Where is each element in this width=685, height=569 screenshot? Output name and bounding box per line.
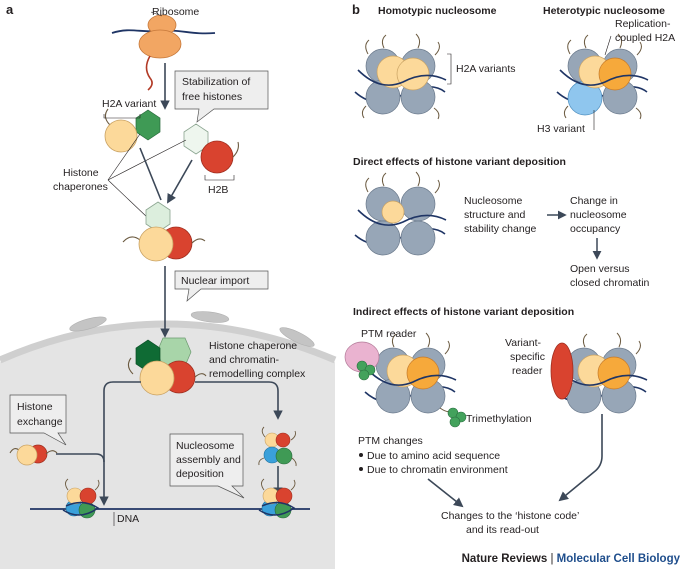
- nucleosome-assembly-line-1: Nucleosome: [176, 440, 235, 452]
- direct-effects-title: Direct effects of histone variant deposi…: [353, 156, 566, 168]
- occupancy-line-1: Change in: [570, 195, 618, 207]
- nucleosome-assembly-line-2: assembly and: [176, 454, 241, 466]
- ptm-reader-label: PTM reader: [361, 328, 417, 340]
- h2a-variant-chaperone-pair: [104, 108, 161, 153]
- histone-chaperones-label-1: Histone: [63, 167, 99, 179]
- variant-reader-line-1: Variant-: [505, 337, 541, 349]
- chaperone-complex-line-3: remodelling complex: [209, 368, 306, 380]
- histone-chaperones-label-2: chaperones: [53, 181, 108, 193]
- direct-nucleosome: [354, 171, 447, 256]
- nucleosome-right: [258, 478, 296, 519]
- nucleosome-left: [62, 478, 100, 519]
- chaperone-h2b-pair: [183, 123, 239, 174]
- h2a-variant-bracket: [103, 114, 141, 119]
- replication-coupled-line-1: Replication-: [615, 18, 671, 30]
- replication-coupled-line-2: coupled H2A: [615, 32, 675, 44]
- variant-reader-line-2: specific: [510, 351, 545, 363]
- chaperone-complex-line-1: Histone chaperone: [209, 340, 297, 352]
- footer-separator: |: [547, 553, 556, 565]
- ptm-reader: [344, 341, 380, 381]
- panel-b-letter: b: [352, 2, 360, 17]
- ptm-bullet-2: Due to chromatin environment: [367, 464, 508, 476]
- variant-reader-line-3: reader: [512, 365, 543, 377]
- arrow-reader-to-code: [558, 414, 603, 502]
- footer-journal: Nature Reviews: [462, 553, 548, 565]
- chaperone-complex-line-2: and chromatin-: [209, 354, 280, 366]
- ptm-changes-title: PTM changes: [358, 435, 423, 447]
- chaperone-remodelling-complex: [127, 337, 207, 396]
- ptm-bullet-1: Due to amino acid sequence: [367, 450, 500, 462]
- ptm-nucleosome: [364, 332, 457, 414]
- h2b-bracket: [204, 175, 235, 181]
- stabilization-line-1: Stabilization of: [182, 76, 250, 88]
- ptm-bullet-dot-2: [359, 467, 363, 471]
- nuclear-import-callout: Nuclear import: [174, 270, 269, 302]
- footer-subjournal: Molecular Cell Biology: [557, 553, 681, 565]
- nucleosome-assembly-line-3: deposition: [176, 468, 224, 480]
- homotypic-nucleosome: [354, 33, 447, 120]
- footer-credit: Nature Reviews | Molecular Cell Biology: [462, 553, 681, 565]
- panel-a-letter: a: [6, 2, 14, 17]
- ribosome-label: Ribosome: [152, 6, 199, 18]
- h2a-variants-label: H2A variants: [456, 63, 516, 75]
- arrow-to-exchange: [99, 381, 141, 506]
- h2a-variant-label: H2A variant: [102, 98, 156, 110]
- histone-exchange-line-2: exchange: [17, 416, 63, 428]
- structure-change-line-1: Nucleosome: [464, 195, 523, 207]
- histone-exchange-line-1: Histone: [17, 401, 53, 413]
- heterotypic-title: Heterotypic nucleosome: [543, 5, 665, 17]
- ptm-bullet-dot-1: [359, 453, 363, 457]
- exchange-dimer: [9, 444, 58, 466]
- nuclear-import-label: Nuclear import: [181, 275, 249, 287]
- replication-coupled-pointer: [604, 35, 612, 56]
- h3-variant-label: H3 variant: [537, 123, 585, 135]
- histone-code-line-1: Changes to the ‘histone code’: [441, 510, 579, 522]
- stabilization-line-2: free histones: [182, 91, 242, 103]
- indirect-effects-title: Indirect effects of histone variant depo…: [353, 306, 574, 318]
- occupancy-line-2: nucleosome: [570, 209, 627, 221]
- occupancy-line-3: occupancy: [570, 223, 621, 235]
- heterotypic-nucleosome: [556, 33, 649, 120]
- arrow-exchange-merge: [56, 453, 105, 463]
- trimethylation-mark: [447, 407, 467, 428]
- arrow-ptm-to-code: [427, 478, 464, 508]
- stabilization-callout: Stabilization of free histones: [174, 70, 269, 123]
- histone-exchange-callout: Histone exchange: [9, 394, 67, 446]
- structure-change-line-3: stability change: [464, 223, 537, 235]
- nuclear-pores: [69, 311, 315, 347]
- h2a-variants-bracket: [447, 53, 452, 85]
- trimethylation-label: Trimethylation: [466, 413, 532, 425]
- assembly-octamer: [258, 426, 297, 467]
- panel-b: b Homotypic nucleosome Heterotypic nucle…: [344, 2, 675, 536]
- arrow-converge-right: [167, 159, 193, 204]
- h2b-label: H2B: [208, 184, 228, 196]
- arrow-converge-left: [139, 147, 162, 201]
- nucleosome-assembly-callout: Nucleosome assembly and deposition: [169, 433, 245, 499]
- arrow-to-assembly: [195, 381, 283, 420]
- chaperone-dimer-complex: [122, 201, 206, 262]
- chaperone-pointer-lines: [107, 133, 187, 219]
- variant-reader-nucleosome: [555, 332, 648, 414]
- histone-code-line-2: and its read-out: [466, 524, 539, 536]
- panel-a: a Ribosome Stabilization of free hi: [0, 2, 337, 569]
- open-closed-line-1: Open versus: [570, 263, 630, 275]
- homotypic-title: Homotypic nucleosome: [378, 5, 497, 17]
- ribosome: [111, 14, 216, 91]
- open-closed-line-2: closed chromatin: [570, 277, 650, 289]
- dna-label: DNA: [117, 513, 139, 525]
- variant-specific-reader: [550, 342, 574, 400]
- structure-change-line-2: structure and: [464, 209, 525, 221]
